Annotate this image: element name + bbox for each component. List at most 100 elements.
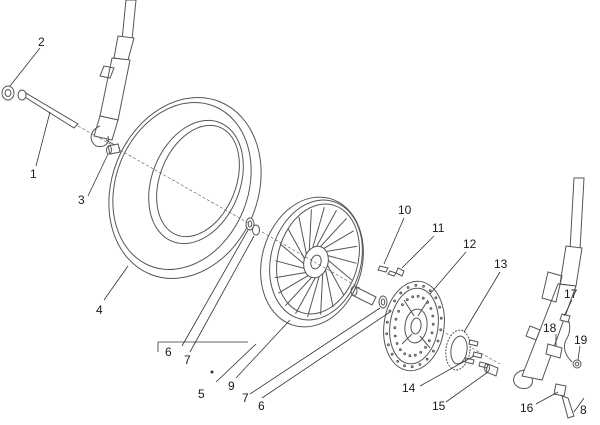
disc-hole: [387, 343, 390, 347]
rim-spoke: [327, 260, 353, 281]
disc-hole: [405, 298, 409, 302]
rim-spoke: [285, 277, 312, 307]
callout-2: 2: [38, 35, 45, 49]
rim-spoke: [279, 243, 305, 264]
spacer-right: [484, 363, 499, 377]
rim-spoke: [308, 209, 312, 251]
callout-19: 19: [574, 333, 588, 347]
disc-hole: [393, 334, 397, 338]
disc-hole: [388, 309, 392, 313]
rim-spoke: [295, 277, 316, 315]
disc-hole: [419, 351, 423, 354]
callout-16: 16: [520, 401, 534, 415]
disc-hole: [396, 360, 400, 363]
abs-tone-ring: [445, 329, 471, 371]
disc-hole: [434, 296, 438, 300]
disc-hole: [399, 291, 403, 295]
leader-lines: [9, 47, 585, 413]
disc-hole: [432, 349, 435, 353]
callout-1: 1: [30, 167, 37, 181]
disc-hole: [430, 331, 434, 335]
callout-18: 18: [543, 321, 557, 335]
abs-sensor: [545, 313, 582, 419]
bearing-left: [245, 217, 260, 236]
disc-hole: [385, 332, 389, 336]
disc-hole: [403, 352, 407, 356]
callout-10: 10: [398, 203, 412, 217]
disc-hole: [399, 348, 402, 352]
disc-hole: [411, 295, 415, 299]
disc-hole: [397, 309, 401, 313]
fork-leg-upper: [90, 0, 137, 149]
rim-spoke: [326, 245, 358, 252]
rim-spoke: [327, 255, 357, 264]
disc-hole: [429, 307, 433, 310]
callout-17: 17: [564, 287, 578, 301]
disc-hole: [425, 357, 429, 361]
wheel-rim: [260, 196, 364, 328]
disc-hole: [394, 317, 398, 321]
disc-hole: [413, 353, 417, 357]
disc-hole: [414, 283, 418, 287]
callout-labels: 2 1 3 4 6 7 5 9 7 6 10 11 12 13 17 18 19…: [30, 35, 588, 417]
rim-spoke: [327, 265, 345, 296]
disc-hole: [395, 342, 399, 345]
disc-hole: [403, 364, 406, 368]
disc-hole: [418, 363, 422, 366]
callout-15: 15: [432, 399, 446, 413]
callout-13: 13: [494, 257, 508, 271]
disc-hole: [428, 339, 431, 343]
disc-hole: [424, 346, 427, 349]
rim-spoke: [320, 217, 347, 247]
rim-spoke: [320, 273, 324, 315]
disc-hole: [422, 284, 425, 288]
disc-hole: [393, 299, 397, 303]
disc-hole: [438, 305, 442, 309]
fork-leg-lower: [513, 177, 585, 389]
disc-hole: [408, 354, 412, 358]
disc-hole: [406, 286, 410, 289]
callout-6b: 6: [258, 399, 265, 413]
callout-8: 8: [580, 403, 587, 417]
callout-14: 14: [402, 381, 416, 395]
rim-spoke: [274, 272, 306, 279]
disc-hole: [416, 294, 420, 298]
rim-spoke: [316, 209, 337, 247]
callout-12: 12: [463, 237, 477, 251]
rim-spoke: [275, 260, 305, 269]
disc-hole: [431, 314, 435, 318]
callout-4: 4: [96, 303, 103, 317]
rim-spoke: [287, 228, 305, 259]
callout-7b: 7: [242, 391, 249, 405]
rim-spoke: [325, 269, 334, 308]
disc-hole: [410, 365, 414, 369]
brake-disc: [383, 280, 445, 372]
disc-hole: [393, 326, 397, 330]
rim-spoke: [298, 216, 307, 255]
disc-hole: [421, 296, 425, 300]
disc-screws: [377, 265, 405, 277]
disc-hole: [431, 322, 435, 326]
disc-hole: [436, 339, 440, 343]
callout-5: 5: [198, 387, 205, 401]
callout-9: 9: [228, 379, 235, 393]
rim-spoke: [278, 275, 309, 294]
disc-hole: [439, 316, 443, 320]
rim-spoke: [312, 206, 325, 248]
axle-nut: [1, 85, 15, 101]
spacer-left: [106, 143, 121, 155]
disc-hole: [428, 289, 432, 293]
rim-spoke: [307, 276, 320, 318]
wheel-axle: [17, 89, 113, 146]
rim-spoke: [323, 230, 354, 249]
disc-hole: [401, 303, 404, 307]
disc-hole: [390, 352, 394, 356]
tyre: [108, 97, 262, 279]
callout-6a: 6: [165, 345, 172, 359]
callout-7a: 7: [184, 353, 191, 367]
callout-11: 11: [432, 221, 445, 235]
distance-sleeve: [350, 286, 377, 306]
disc-hole: [439, 328, 443, 332]
disc-hole: [385, 320, 389, 324]
